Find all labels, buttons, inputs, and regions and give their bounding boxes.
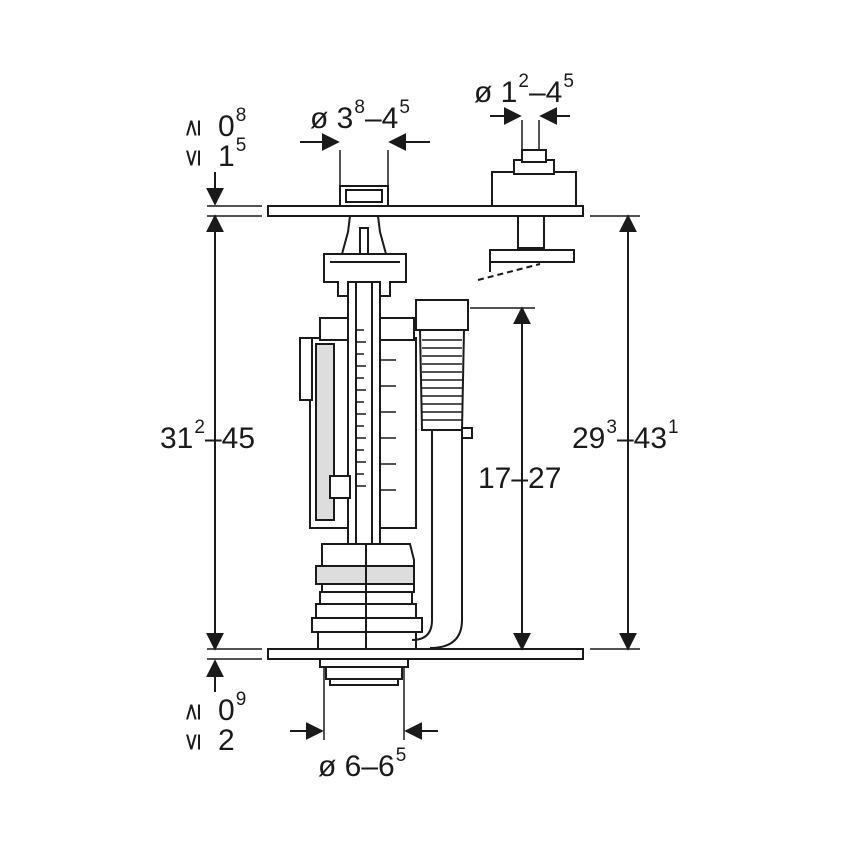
valve-body — [299, 185, 423, 686]
bottom-tolerance-symbol-upper: ≥ — [178, 701, 207, 723]
top-plate — [267, 205, 584, 217]
dim-diameter-top-right: ø 12–45 — [474, 71, 574, 109]
bottom-plate — [267, 648, 584, 660]
top-tolerance-symbol-lower: ≤ — [178, 147, 207, 169]
top-tolerance-value-2: 15 — [218, 135, 247, 173]
top-tolerance-symbol-upper: ≥ — [178, 117, 207, 139]
bottom-tolerance-value-1: 09 — [218, 689, 247, 727]
bottom-tolerance-value-2: 2 — [218, 724, 235, 757]
dim-height-right-label: 293–431 — [572, 417, 679, 455]
dim-height-middle-label: 17–27 — [478, 462, 562, 495]
secondary-connector — [477, 149, 577, 281]
dim-diameter-top-left: ø 38–45 — [310, 97, 410, 135]
dim-diameter-bottom: ø 6–65 — [318, 745, 407, 783]
bottom-tolerance-symbol-lower: ≤ — [178, 731, 207, 753]
dim-height-left-label: 312–45 — [160, 417, 256, 455]
top-tolerance-value-1: 08 — [218, 105, 247, 143]
dimension-lines — [206, 107, 637, 740]
corrugated-hose — [411, 299, 473, 649]
